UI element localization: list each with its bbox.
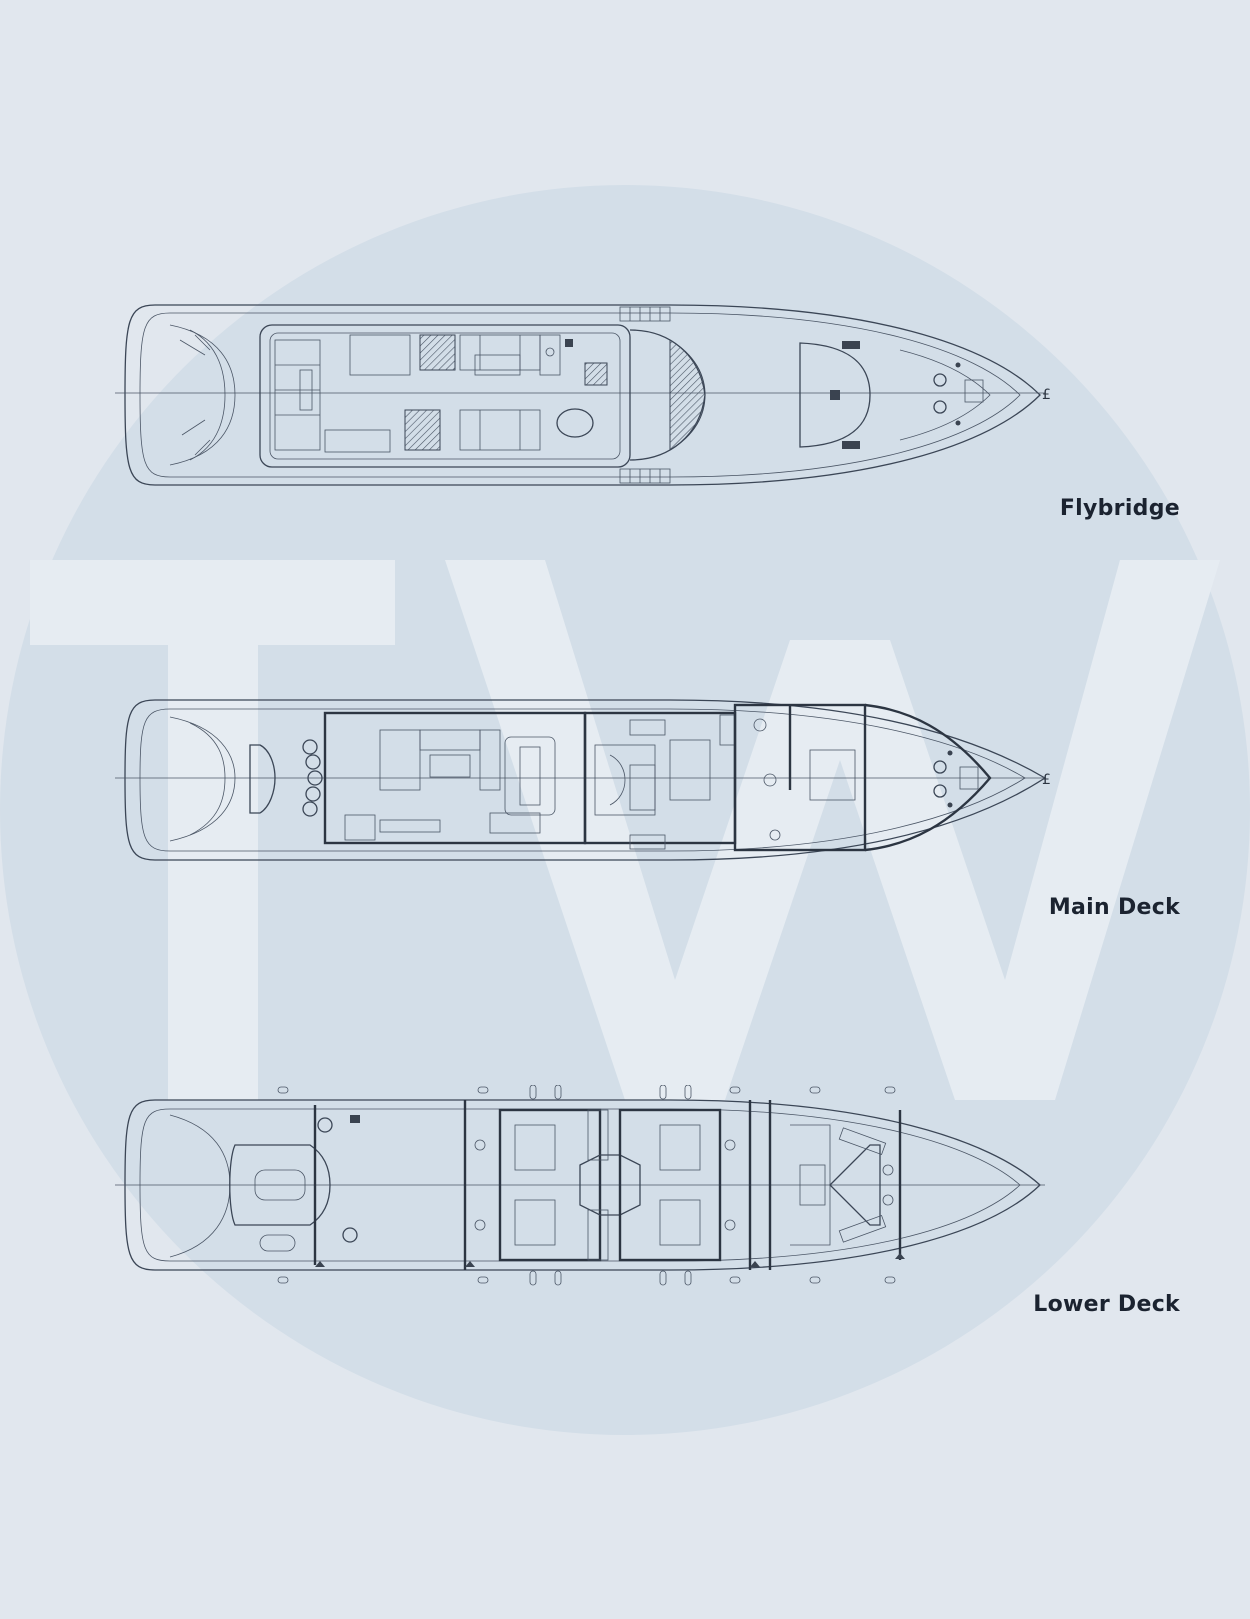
lower-deck-plan: [115, 1085, 1045, 1286]
main-deck-label: Main Deck: [1048, 895, 1180, 920]
flybridge-plan: £: [115, 304, 1051, 486]
main-deck-centerline-marker: £: [1042, 772, 1051, 788]
lower-deck-label: Lower Deck: [1033, 1292, 1180, 1317]
watermark-logo: [30, 560, 1220, 1100]
flybridge-centerline-marker: £: [1042, 387, 1051, 403]
flybridge-label: Flybridge: [1059, 496, 1180, 521]
main-deck-plan: £: [115, 699, 1051, 861]
